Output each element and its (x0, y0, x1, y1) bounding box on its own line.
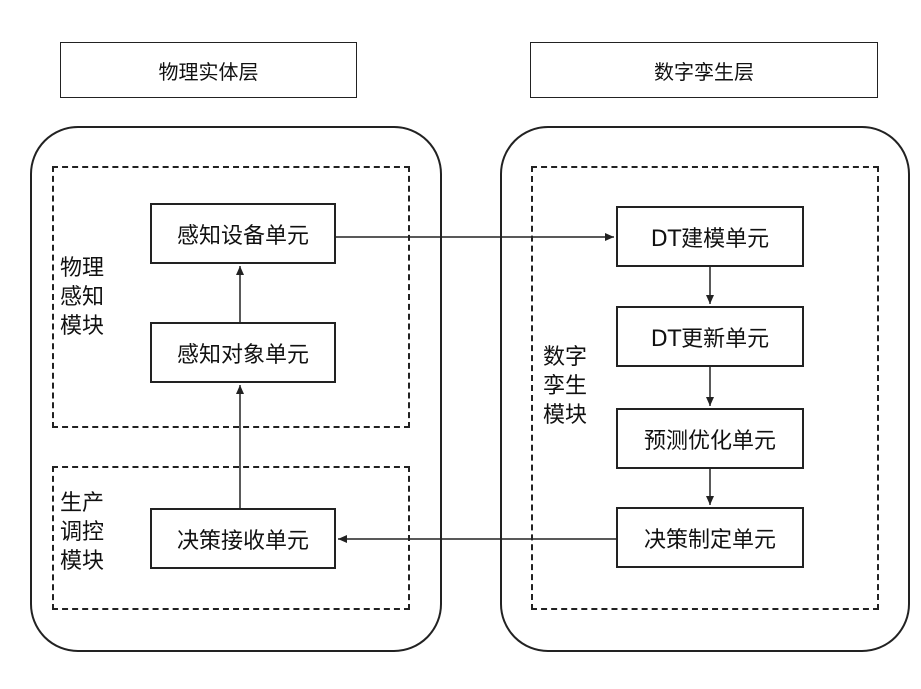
physical-layer-header: 物理实体层 (60, 42, 357, 98)
dt-modeling-unit: DT建模单元 (616, 206, 804, 267)
digital-twin-module-label: 数字 孪生 模块 (543, 343, 587, 430)
physical-perception-module-label: 物理 感知 模块 (60, 254, 104, 341)
production-control-module-label: 生产 调控 模块 (60, 489, 104, 576)
sensing-object-unit: 感知对象单元 (150, 322, 336, 383)
decision-receiving-unit: 决策接收单元 (150, 508, 336, 569)
sensing-device-unit: 感知设备单元 (150, 203, 336, 264)
digital-layer-header: 数字孪生层 (530, 42, 878, 98)
prediction-optimization-unit: 预测优化单元 (616, 408, 804, 469)
dt-update-unit: DT更新单元 (616, 306, 804, 367)
decision-making-unit: 决策制定单元 (616, 507, 804, 568)
